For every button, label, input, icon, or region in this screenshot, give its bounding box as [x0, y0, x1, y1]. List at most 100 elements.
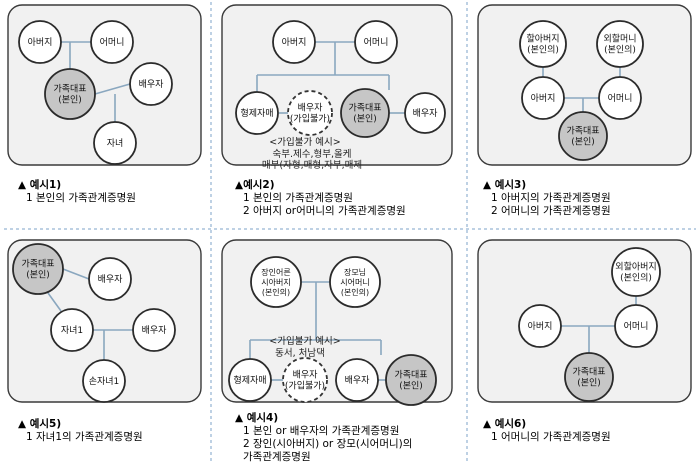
person-label: (본인의) [620, 273, 652, 284]
person-circle [82, 359, 126, 403]
person-label: (본인의) [604, 45, 636, 56]
person-circle [44, 68, 96, 120]
person-circle [88, 257, 132, 301]
person-label: 손자녀1 [89, 376, 120, 387]
person-node: 외할머니(본인의) [596, 20, 644, 68]
person-node: 형제자매 [228, 358, 272, 402]
person-circle [12, 243, 64, 295]
person-circle [132, 308, 176, 352]
person-label: 어머니 [624, 321, 649, 332]
person-label: 아버지 [282, 37, 307, 48]
person-label: (본인의) [262, 287, 290, 297]
person-node: 어머니 [614, 304, 658, 348]
person-label: 시아버지 [261, 277, 290, 287]
caption-example-1: ▲ 예시1) 1 본인의 가족관계증명원 [18, 179, 136, 205]
person-node: 가족대표(본인) [340, 88, 390, 138]
caption-line: 2 아버지 or어머니의 가족관계증명원 [243, 205, 406, 217]
restriction-note: 매부(자형,매형,자부,매제 [262, 160, 362, 171]
person-circle [93, 121, 137, 165]
person-circle [287, 90, 333, 136]
person-node: 어머니 [598, 76, 642, 120]
person-circle [329, 256, 381, 308]
caption-line: 1 본인의 가족관계증명원 [26, 192, 136, 204]
example-panel: 장인어른시아버지(본인의)장모님시어머니(본인의)형제자매배우자(가입불가)배우… [221, 239, 453, 406]
person-circle [611, 247, 661, 297]
person-label: 형제자매 [233, 375, 266, 386]
person-label: 아버지 [531, 93, 556, 104]
person-circle [354, 20, 398, 64]
person-node: 자녀1 [50, 308, 94, 352]
person-circle [404, 92, 446, 134]
person-circle [385, 354, 437, 406]
person-node: 어머니 [90, 20, 134, 64]
caption-title: ▲ 예시4) [235, 412, 279, 424]
caption-line: 1 본인의 가족관계증명원 [243, 192, 353, 204]
caption-line: 1 어머니의 가족관계증명원 [491, 431, 611, 443]
person-node: 형제자매 [235, 91, 279, 135]
person-node: 배우자 [335, 358, 379, 402]
person-label: 자녀 [107, 138, 124, 149]
person-label: 시어머니 [340, 277, 369, 287]
restriction-note: 동서, 처남댁 [275, 347, 325, 359]
person-label: 배우자 [98, 274, 124, 285]
relation-line [94, 83, 131, 95]
caption-line: 2 장인(시아버지) or 장모(시어머니)의 [243, 438, 413, 450]
caption-line: 가족관계증명원 [243, 451, 311, 463]
person-label: (가입불가) [290, 113, 330, 125]
caption-line: 2 어머니의 가족관계증명원 [491, 205, 611, 217]
person-circle [18, 20, 62, 64]
person-circle [250, 256, 302, 308]
caption-example-2: ▲예시2) 1 본인의 가족관계증명원 2 아버지 or어머니의 가족관계증명원 [235, 179, 406, 218]
person-circle [129, 62, 173, 106]
person-node: 아버지 [521, 76, 565, 120]
person-label: 가족대표 [394, 370, 427, 381]
caption-example-3: ▲ 예시3) 1 아버지의 가족관계증명원 2 어머니의 가족관계증명원 [483, 179, 611, 218]
person-label: (본인) [571, 137, 595, 148]
person-label: 가족대표 [21, 259, 54, 270]
person-label: 배우자 [298, 103, 324, 114]
person-label: 할아버지 [526, 34, 559, 45]
person-label: (본인의) [527, 45, 559, 56]
person-node: 할아버지(본인의) [519, 20, 567, 68]
person-label: 자녀1 [61, 325, 83, 336]
person-circle [521, 76, 565, 120]
caption-example-6: ▲ 예시6) 1 어머니의 가족관계증명원 [483, 418, 611, 444]
person-label: 배우자 [139, 79, 165, 90]
relation-line [47, 292, 62, 312]
person-label: 어머니 [608, 93, 633, 104]
person-circle [340, 88, 390, 138]
person-label: (본인) [399, 381, 423, 392]
person-circle [90, 20, 134, 64]
person-circle [228, 358, 272, 402]
person-label: 가족대표 [348, 103, 381, 114]
person-node: 아버지 [272, 20, 316, 64]
restriction-note: 숙부.제수,형부,올케 [273, 149, 352, 160]
person-label: 배우자 [413, 108, 439, 119]
person-node: 배우자 [88, 257, 132, 301]
person-node: 배우자 [404, 92, 446, 134]
person-node: 배우자(가입불가) [287, 90, 333, 136]
person-node: 어머니 [354, 20, 398, 64]
person-label: 외할머니 [603, 33, 636, 45]
person-label: 장모님 [344, 267, 366, 277]
person-label: (본인) [353, 114, 377, 125]
person-node: 배우자 [129, 62, 173, 106]
person-node: 아버지 [18, 20, 62, 64]
person-circle [335, 358, 379, 402]
person-circle [235, 91, 279, 135]
caption-title: ▲ 예시6) [483, 418, 527, 430]
person-circle [614, 304, 658, 348]
caption-example-5: ▲ 예시5) 1 자녀1의 가족관계증명원 [18, 418, 143, 444]
person-node: 가족대표(본인) [385, 354, 437, 406]
person-node: 손자녀1 [82, 359, 126, 403]
person-node: 자녀 [93, 121, 137, 165]
person-label: 배우자 [293, 370, 319, 381]
caption-line: 1 아버지의 가족관계증명원 [491, 192, 611, 204]
restriction-note: <가입불가 예시> [269, 136, 340, 148]
